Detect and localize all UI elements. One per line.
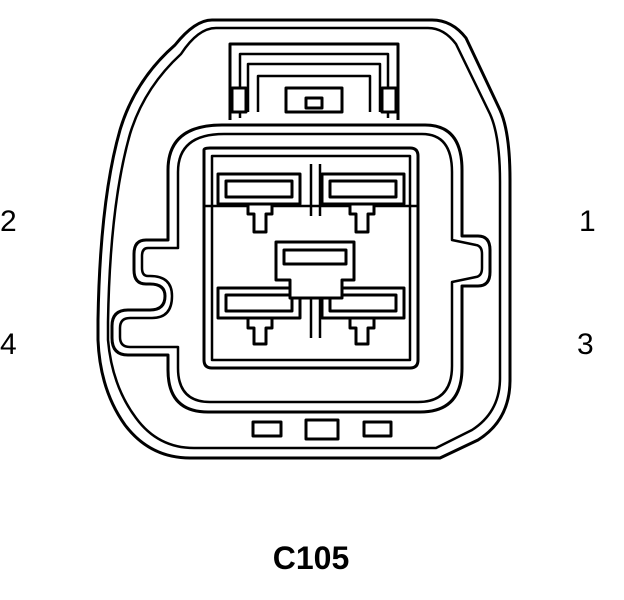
connector-housing — [96, 18, 512, 460]
pin-label-4: 4 — [0, 328, 17, 361]
center-key — [274, 240, 356, 300]
terminal-cavity-4 — [216, 286, 302, 346]
connector-name: C105 — [273, 540, 350, 576]
bottom-slots — [251, 418, 393, 441]
pin-label-3: 3 — [577, 328, 594, 361]
latch — [228, 42, 400, 120]
pin-label-1: 1 — [579, 205, 596, 238]
terminal-cavity-2 — [216, 172, 302, 234]
terminal-cavity-1 — [320, 172, 406, 234]
connector-face — [110, 123, 492, 414]
pin-label-2: 2 — [0, 205, 17, 238]
